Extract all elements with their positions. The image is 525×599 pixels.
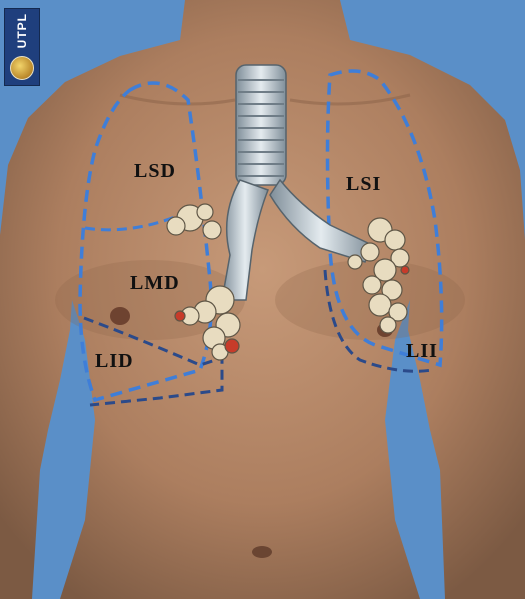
nipple xyxy=(110,307,130,325)
label-lsi: LSI xyxy=(346,173,381,196)
label-lmd: LMD xyxy=(130,272,180,295)
utpl-logo: UTPL xyxy=(4,8,40,86)
label-lii: LII xyxy=(406,340,438,363)
seal-icon xyxy=(10,56,34,80)
label-lid: LID xyxy=(95,350,134,373)
logo-text: UTPL xyxy=(15,13,29,48)
label-lsd: LSD xyxy=(134,160,176,183)
navel xyxy=(252,546,272,558)
